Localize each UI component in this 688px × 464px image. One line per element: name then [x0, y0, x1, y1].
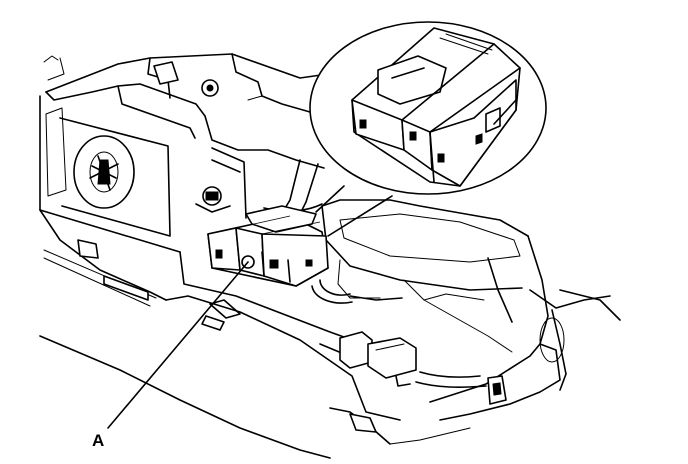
callout-a-leader	[107, 261, 249, 429]
harness-connector	[339, 331, 417, 387]
instrument-panel-upper	[43, 53, 329, 169]
emblem-icon	[89, 151, 119, 193]
glove-box-opening	[165, 199, 621, 421]
control-unit-installed	[207, 205, 329, 287]
callout-a-label: A	[92, 431, 104, 450]
control-unit-detail	[351, 27, 521, 187]
lower-trim	[39, 335, 471, 459]
detail-magnifier-bubble	[309, 21, 547, 195]
mounting-bracket	[195, 147, 247, 219]
zoom-callout-lines	[315, 185, 393, 237]
callout-a: A	[92, 261, 249, 450]
left-dash-panel	[39, 95, 181, 307]
